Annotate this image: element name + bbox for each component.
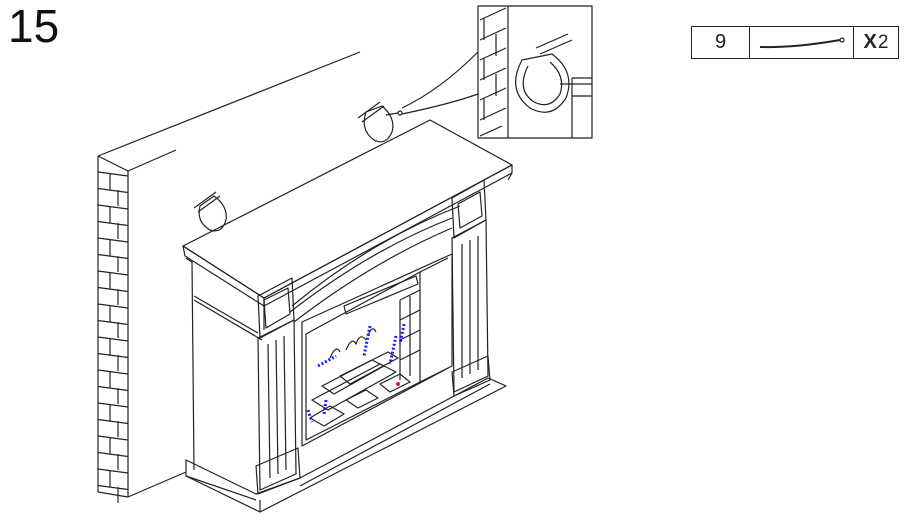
brick-joint bbox=[97, 484, 129, 491]
ember bbox=[396, 382, 400, 386]
brick-joint bbox=[97, 336, 129, 342]
brick-joint bbox=[97, 468, 129, 474]
brick-joint bbox=[97, 187, 129, 194]
wall-strap-left bbox=[193, 191, 227, 232]
quantity-value: 2 bbox=[877, 31, 889, 53]
flame-accents bbox=[306, 323, 406, 423]
strap-icon bbox=[759, 36, 845, 48]
quantity-multiplier: X bbox=[863, 31, 877, 53]
hearth-base bbox=[185, 377, 507, 513]
brick-joint bbox=[97, 451, 129, 458]
part-number: 9 bbox=[692, 27, 750, 58]
brick-edge bbox=[97, 171, 129, 503]
brick-joint bbox=[97, 204, 129, 210]
log-set bbox=[309, 328, 411, 427]
brick-joint bbox=[97, 418, 129, 425]
step-number: 15 bbox=[8, 0, 60, 52]
brick-joint bbox=[97, 352, 129, 359]
brick-joint bbox=[97, 303, 129, 309]
brick-joint bbox=[97, 237, 129, 243]
wall bbox=[97, 51, 361, 498]
brick-joint bbox=[97, 253, 129, 260]
brick-joint bbox=[97, 402, 129, 408]
brick-joint bbox=[97, 286, 129, 293]
mantel-body bbox=[185, 172, 513, 471]
right-column bbox=[451, 219, 491, 397]
part-image bbox=[750, 27, 854, 58]
brick-joint bbox=[97, 435, 129, 441]
brick-joint bbox=[97, 385, 129, 392]
brick-joint bbox=[97, 220, 129, 227]
detail-leader bbox=[401, 51, 479, 109]
brick-joint bbox=[97, 171, 129, 177]
detail-inset bbox=[477, 5, 593, 139]
brick-joint bbox=[97, 270, 129, 276]
wall-strap-right bbox=[357, 101, 403, 143]
mantel-top bbox=[182, 119, 513, 307]
brick-joint bbox=[97, 369, 129, 375]
brick-joint bbox=[97, 319, 129, 326]
firebox bbox=[301, 253, 453, 447]
left-column bbox=[255, 319, 301, 495]
